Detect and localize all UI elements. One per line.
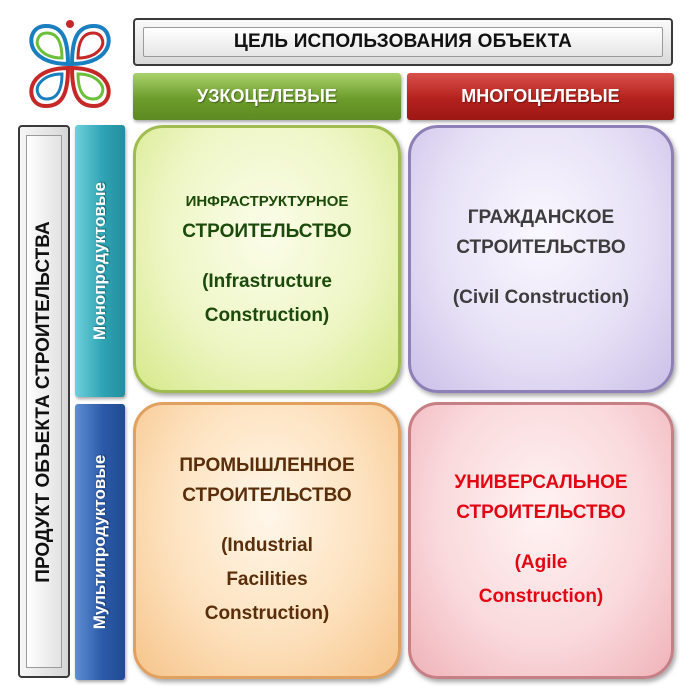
subtitle-line: Facilities [226, 568, 308, 590]
subtitle-line: Construction) [204, 602, 330, 624]
title-line: СТРОИТЕЛЬСТВО [182, 484, 352, 506]
column-narrow-label: УЗКОЦЕЛЕВЫЕ [197, 86, 337, 106]
column-multi-label: МНОГОЦЕЛЕВЫЕ [461, 86, 620, 106]
quadrant-agile: УНИВЕРСАЛЬНОЕ СТРОИТЕЛЬСТВО (Agile Const… [408, 402, 674, 679]
row-multi-product: Мультипродуктовые [75, 404, 125, 680]
quadrant-civil-subtitle: (Civil Construction) [453, 281, 629, 315]
title-line: СТРОИТЕЛЬСТВО [182, 220, 352, 242]
title-line: СТРОИТЕЛЬСТВО [456, 237, 626, 258]
quadrant-agile-subtitle: (Agile Construction) [479, 546, 604, 614]
title-line: УНИВЕРСАЛЬНОЕ [454, 471, 628, 493]
product-axis-title: ПРОДУКТ ОБЪЕКТА СТРОИТЕЛЬСТВА [33, 220, 54, 583]
quadrant-industrial: ПРОМЫШЛЕННОЕ СТРОИТЕЛЬСТВО (Industrial F… [133, 402, 401, 679]
quadrant-agile-title: УНИВЕРСАЛЬНОЕ СТРОИТЕЛЬСТВО [454, 468, 627, 528]
quadrant-civil-title: ГРАЖДАНСКОЕ СТРОИТЕЛЬСТВО [456, 203, 625, 263]
subtitle-line: Construction) [478, 585, 604, 607]
subtitle-line: Construction) [204, 304, 330, 326]
quadrant-infrastructure-subtitle: (Infrastructure Construction) [202, 265, 332, 333]
row-mono-label: Монопродуктовые [90, 182, 109, 340]
four-leaf-logo-icon [22, 18, 118, 114]
quadrant-industrial-subtitle: (Industrial Facilities Construction) [205, 529, 330, 631]
title-line: ПРОМЫШЛЕННОЕ [179, 454, 355, 476]
quadrant-industrial-title: ПРОМЫШЛЕННОЕ СТРОИТЕЛЬСТВО [179, 451, 354, 511]
purpose-axis-header: ЦЕЛЬ ИСПОЛЬЗОВАНИЯ ОБЪЕКТА [133, 18, 673, 66]
subtitle-line: (Infrastructure [202, 270, 332, 292]
subtitle-line: (Agile [514, 551, 568, 573]
title-line: ГРАЖДАНСКОЕ [467, 207, 615, 228]
row-multi-label: Мультипродуктовые [90, 454, 109, 630]
quadrant-infrastructure: ИНФРАСТРУКТУРНОЕ СТРОИТЕЛЬСТВО (Infrastr… [133, 125, 401, 393]
subtitle-line: (Civil Construction) [452, 287, 630, 308]
column-multi-purpose: МНОГОЦЕЛЕВЫЕ [407, 73, 674, 120]
purpose-axis-title: ЦЕЛЬ ИСПОЛЬЗОВАНИЯ ОБЪЕКТА [233, 31, 573, 52]
quadrant-infrastructure-title: ИНФРАСТРУКТУРНОЕ СТРОИТЕЛЬСТВО [182, 186, 351, 247]
subtitle-line: (Industrial [221, 534, 313, 556]
title-line: ИНФРАСТРУКТУРНОЕ [185, 192, 349, 210]
product-axis-header: ПРОДУКТ ОБЪЕКТА СТРОИТЕЛЬСТВА [18, 125, 70, 678]
column-narrow-purpose: УЗКОЦЕЛЕВЫЕ [133, 73, 401, 120]
quadrant-civil: ГРАЖДАНСКОЕ СТРОИТЕЛЬСТВО (Civil Constru… [408, 125, 674, 393]
title-line: СТРОИТЕЛЬСТВО [456, 501, 626, 523]
row-mono-product: Монопродуктовые [75, 125, 125, 397]
